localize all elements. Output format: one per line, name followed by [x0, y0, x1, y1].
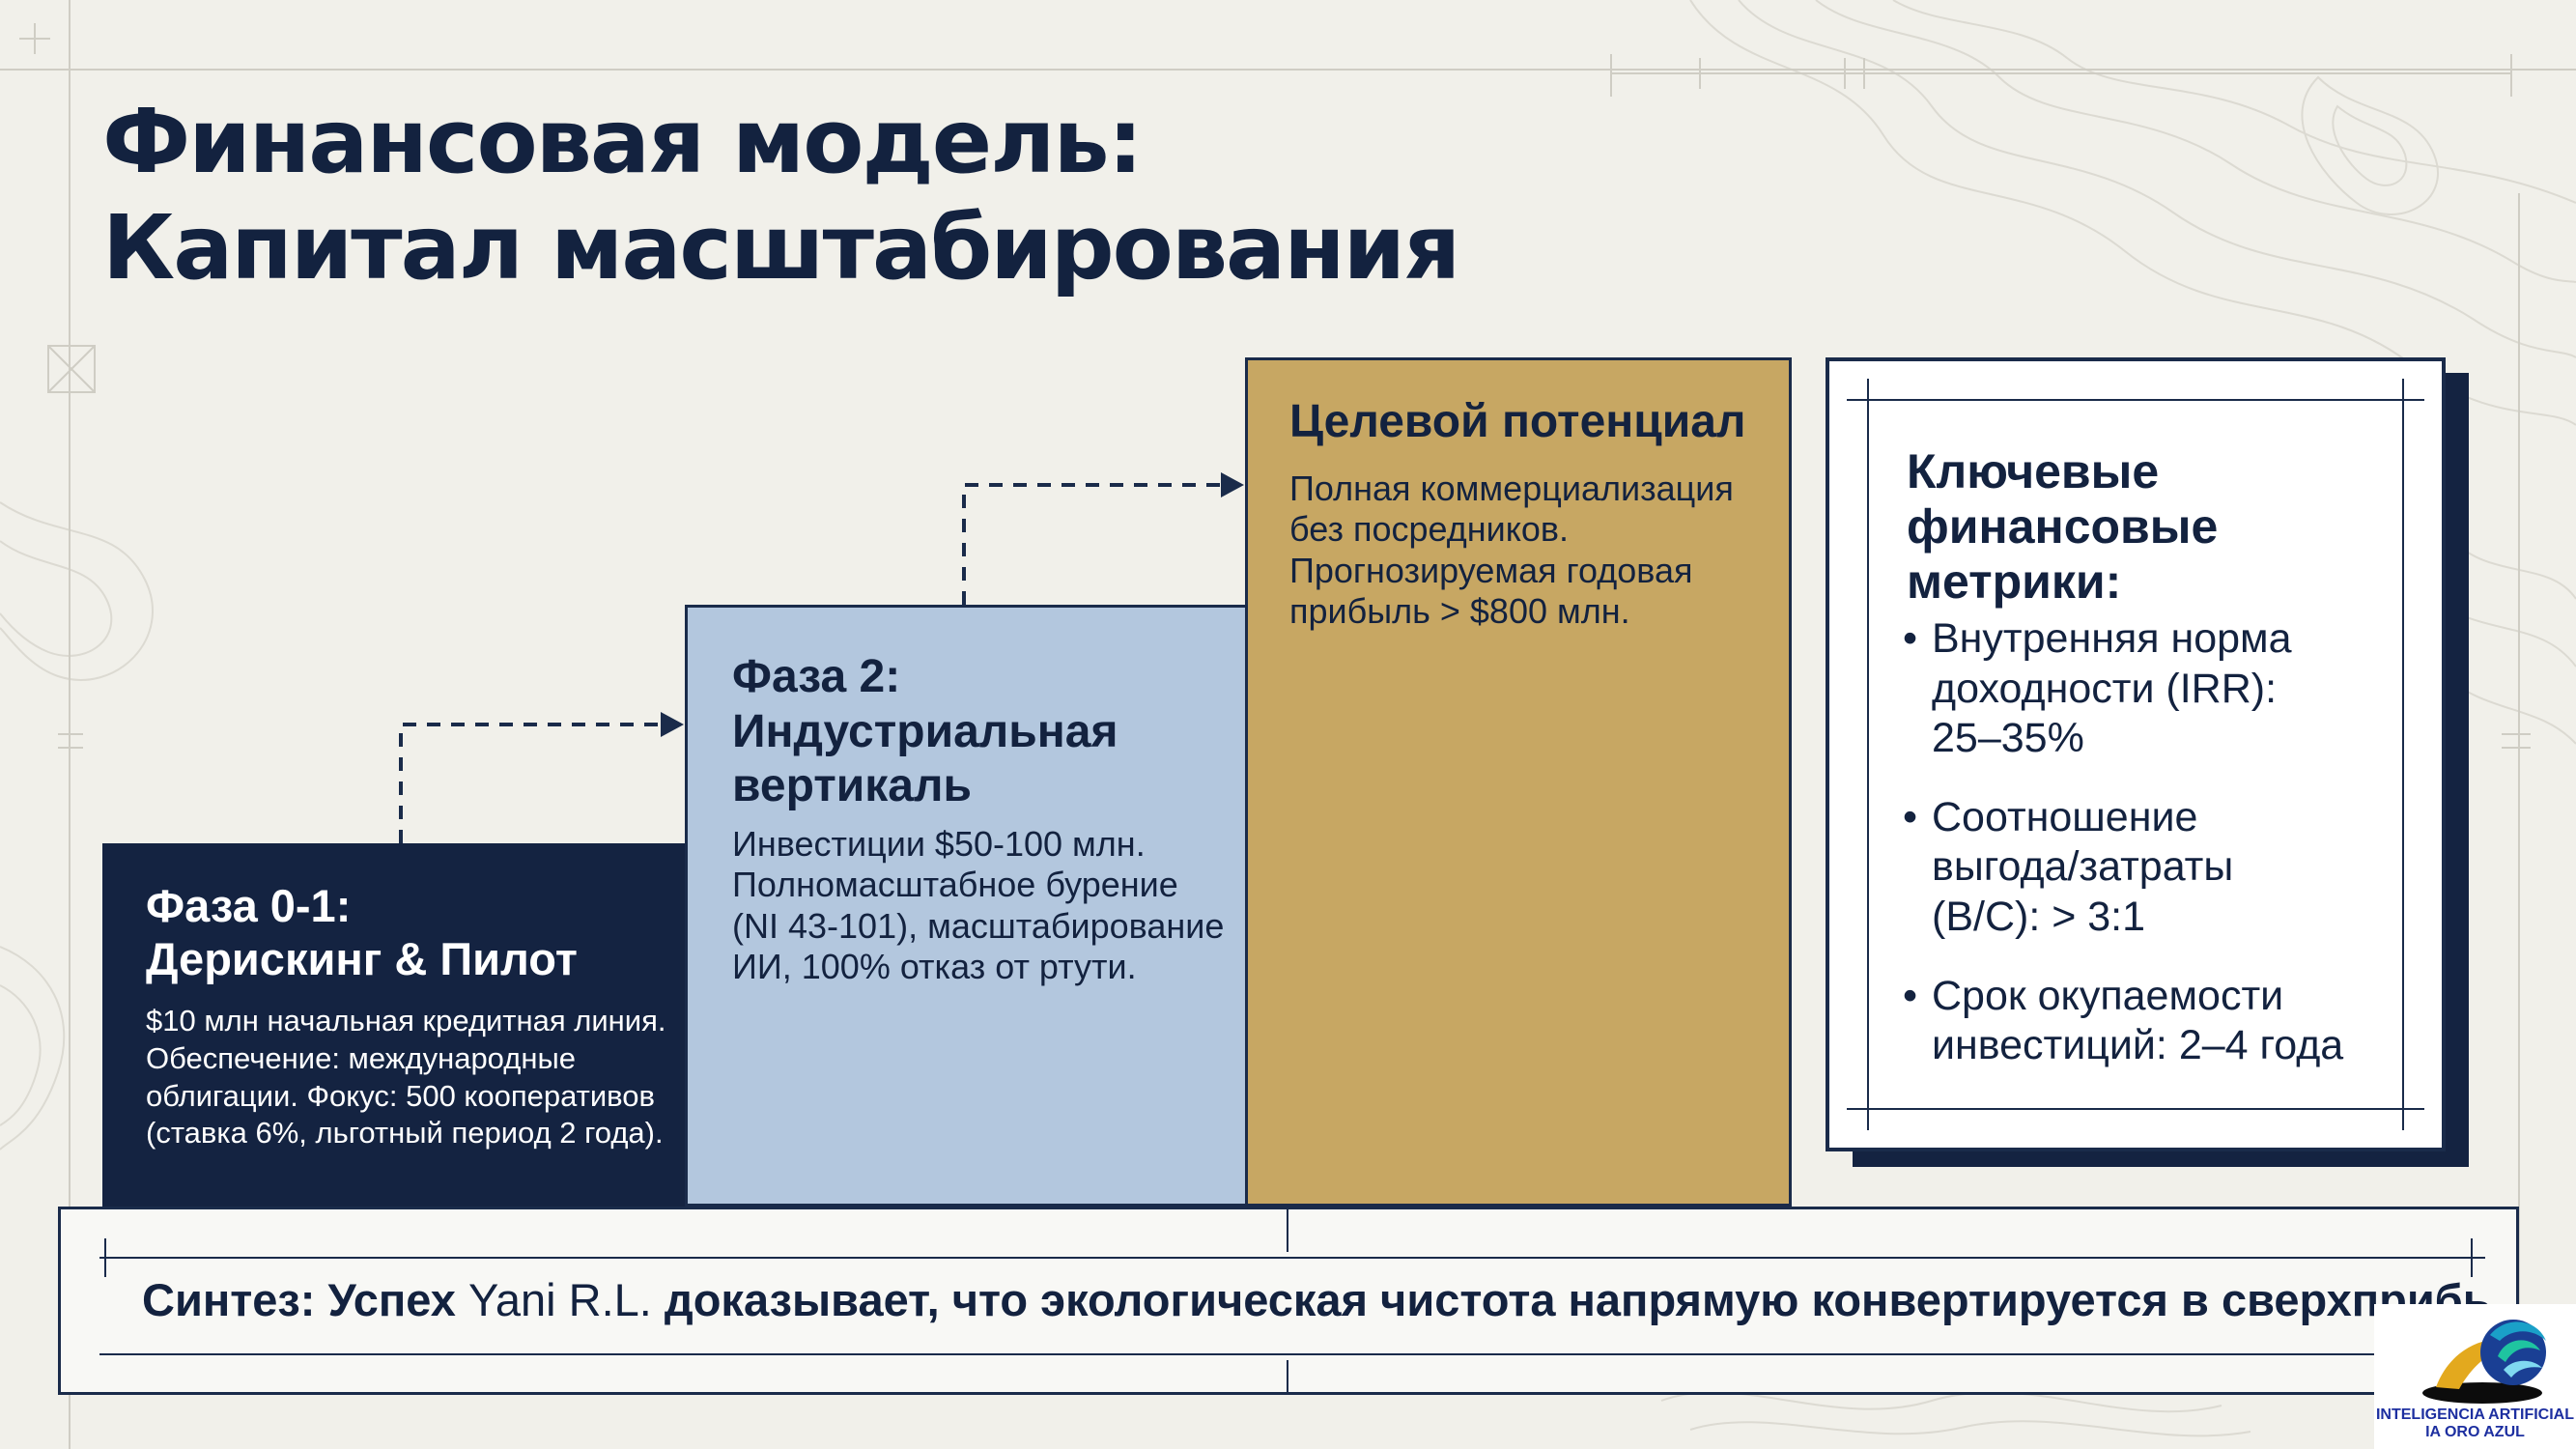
phase-0-1-block: Фаза 0-1: Дерискинг & Пилот $10 млн нача…: [102, 843, 685, 1207]
phase-0-1-text-line: облигации. Фокус: 500 кооперативов: [146, 1078, 655, 1113]
title-line-2: Капитал масштабирования: [102, 196, 1460, 299]
target-potential-heading: Целевой потенциал: [1289, 396, 1746, 447]
brand-logo: INTELIGENCIA ARTIFICIAL IA ORO AZUL: [2374, 1304, 2576, 1449]
phase-0-1-heading-line: Фаза 0-1:: [146, 880, 352, 931]
metric-text-line: доходности (IRR):: [1932, 665, 2278, 712]
bullet-glyph: •: [1903, 972, 1918, 1019]
metric-text-line: Внутренняя норма: [1932, 615, 2292, 662]
metrics-heading-line: финансовые: [1907, 499, 2219, 554]
metrics-heading: Ключевые финансовые метрики:: [1907, 444, 2218, 610]
phase-2-text-line: ИИ, 100% отказ от ртути.: [732, 947, 1137, 987]
phase-2-heading-line: Фаза 2:: [732, 651, 901, 702]
title-line-1: Финансовая модель:: [102, 90, 1144, 193]
phase-0-1-heading: Фаза 0-1: Дерискинг & Пилот: [146, 879, 578, 986]
metric-irr: • Внутренняя норма доходности (IRR): 25–…: [1903, 614, 2424, 764]
target-text-line: прибыль > $800 млн.: [1289, 591, 1630, 632]
metric-payback: • Срок окупаемости инвестиций: 2–4 года: [1903, 972, 2424, 1071]
synthesis-lead: Синтез: Успех: [142, 1274, 456, 1325]
arrowhead-1: [661, 712, 684, 737]
metric-text-line: инвестиций: 2–4 года: [1932, 1022, 2344, 1069]
arrowhead-2: [1221, 472, 1244, 497]
phase-2-block: Фаза 2: Индустриальная вертикаль Инвести…: [685, 605, 1248, 1207]
phase-2-text-line: (NI 43-101), масштабирование: [732, 905, 1225, 946]
synthesis-name: Yani R.L.: [467, 1274, 652, 1325]
phase-2-text-line: Полномасштабное бурение: [732, 865, 1178, 905]
arrow-phase01-to-phase2: [399, 723, 665, 843]
phase-0-1-heading-line: Дерискинг & Пилот: [146, 933, 578, 985]
synthesis-frame-lines: [99, 1209, 2485, 1392]
target-potential-block: Целевой потенциал Полная коммерциализаци…: [1245, 357, 1792, 1207]
target-text-line: без посредников.: [1289, 509, 1570, 550]
phase-0-1-text-line: (ставка 6%, льготный период 2 года).: [146, 1116, 664, 1151]
phase-0-1-description: $10 млн начальная кредитная линия. Обесп…: [146, 1003, 667, 1152]
globe-logo-icon: [2422, 1320, 2546, 1404]
metrics-list: • Внутренняя норма доходности (IRR): 25–…: [1903, 614, 2424, 1100]
synthesis-statement: доказывает, что экологическая чистота на…: [664, 1274, 2489, 1325]
metrics-card: Ключевые финансовые метрики: • Внутрення…: [1826, 357, 2446, 1151]
metric-benefit-cost: • Соотношение выгода/затраты (B/C): > 3:…: [1903, 793, 2424, 943]
metric-text-line: (B/C): > 3:1: [1932, 893, 2146, 940]
phase-2-heading-line: Индустриальная: [732, 705, 1118, 757]
bullet-glyph: •: [1903, 793, 1918, 840]
target-text-line: Прогнозируемая годовая: [1289, 550, 1693, 590]
bullet-glyph: •: [1903, 615, 1918, 662]
target-text-line: Полная коммерциализация: [1289, 469, 1734, 508]
phase-2-description: Инвестиции $50-100 млн. Полномасштабное …: [732, 824, 1244, 988]
logo-line-1: INTELIGENCIA ARTIFICIAL: [2375, 1406, 2575, 1423]
page-title: Финансовая модель: Капитал масштабирован…: [102, 89, 1460, 301]
metric-text-line: Соотношение: [1932, 793, 2198, 840]
phase-2-heading-line: вертикаль: [732, 760, 972, 812]
metrics-heading-line: метрики:: [1907, 554, 2122, 609]
arrow-phase2-to-target: [962, 483, 1225, 605]
metrics-frame-lines: [1847, 379, 2424, 1130]
metric-text-line: Срок окупаемости: [1932, 972, 2284, 1019]
metric-text-line: 25–35%: [1932, 715, 2084, 762]
synthesis-text: Синтез: Успех Yani R.L. доказывает, что …: [142, 1273, 2489, 1326]
metric-text-line: выгода/затраты: [1932, 843, 2234, 891]
phase-0-1-text-line: $10 млн начальная кредитная линия.: [146, 1004, 666, 1037]
phase-2-heading: Фаза 2: Индустриальная вертикаль: [732, 650, 1118, 814]
logo-line-2: IA ORO AZUL: [2425, 1424, 2525, 1440]
metrics-heading-line: Ключевые: [1907, 444, 2160, 498]
synthesis-banner: Синтез: Успех Yani R.L. доказывает, что …: [58, 1207, 2519, 1395]
phase-2-text-line: Инвестиции $50-100 млн.: [732, 824, 1146, 864]
phase-0-1-text-line: Обеспечение: международные: [146, 1040, 576, 1075]
target-potential-description: Полная коммерциализация без посредников.…: [1289, 469, 1782, 633]
